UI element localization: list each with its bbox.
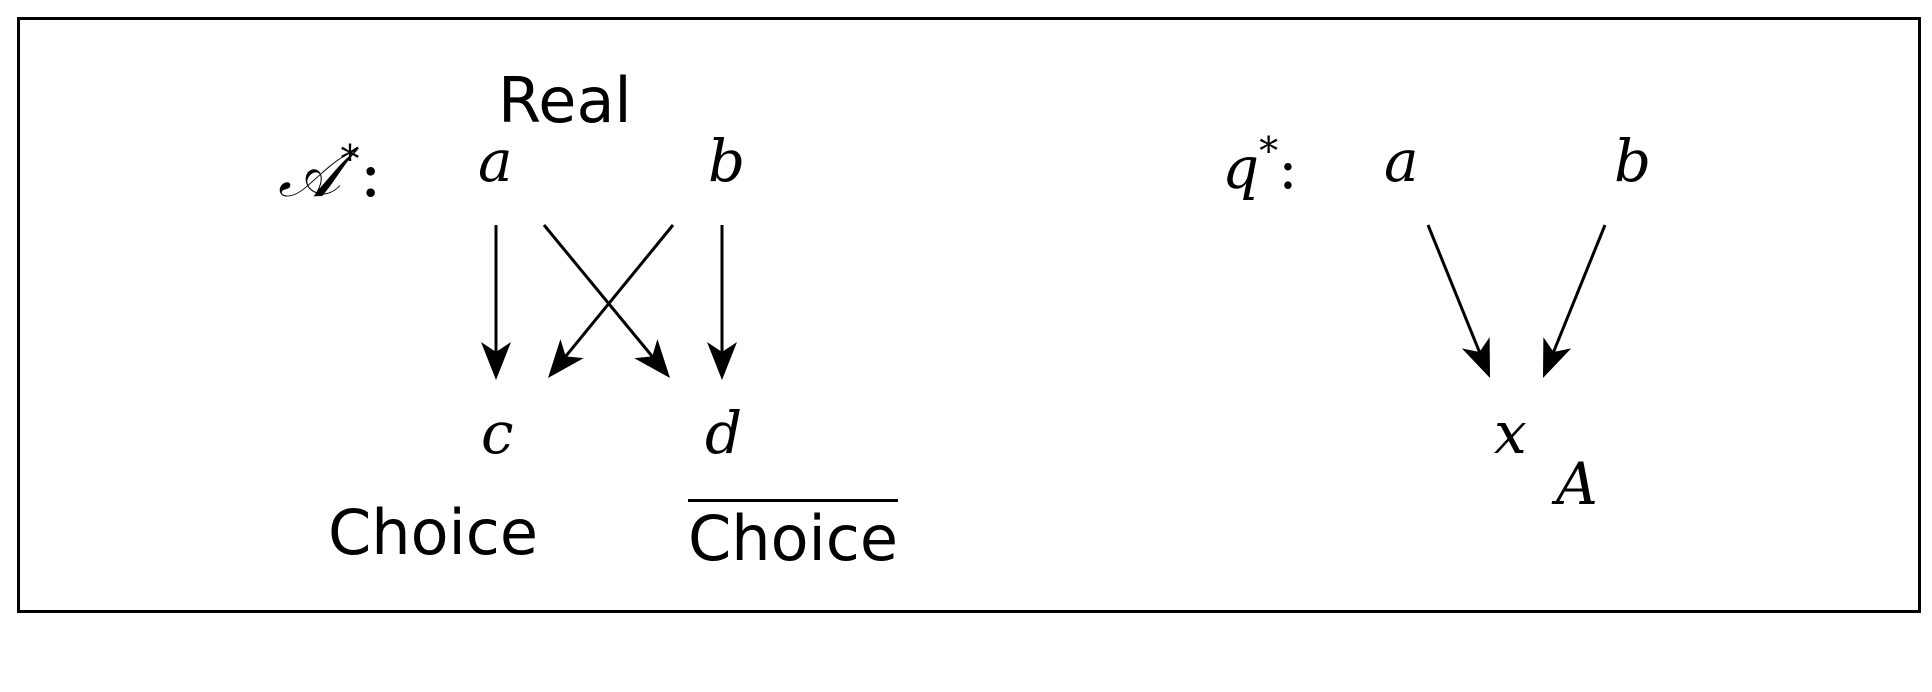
right-title-symbol: q (1222, 134, 1260, 202)
edge-a-x-arrowhead (1461, 337, 1490, 378)
left-node-b: b (708, 127, 746, 195)
left-title-star: * (340, 137, 360, 181)
edge-b-c (564, 224, 675, 358)
right-node-a: a (1384, 127, 1419, 195)
edge-b-x-arrowhead (1543, 337, 1572, 378)
right-node-x: x (1494, 399, 1527, 467)
right-set-label-a: A (1556, 450, 1598, 518)
left-title: 𝒜*: (278, 140, 382, 207)
edge-a-x (1426, 224, 1481, 353)
left-title-colon: : (359, 135, 382, 212)
left-node-c: c (481, 399, 514, 467)
left-node-a: a (478, 127, 513, 195)
edge-b-d-arrowhead (707, 342, 737, 380)
edge-a-c-arrowhead (481, 342, 511, 380)
left-title-symbol: 𝒜 (278, 135, 341, 212)
edge-a-d (542, 224, 654, 358)
edge-b-c-arrowhead (548, 339, 584, 378)
right-title-colon: : (1278, 134, 1298, 202)
top-label-real: Real (498, 64, 632, 137)
right-title: q*: (1222, 132, 1298, 197)
bottom-left-label-choice: Choice (328, 496, 538, 569)
diagram-frame (17, 17, 1921, 613)
left-node-d: d (705, 399, 743, 467)
right-title-star: * (1259, 129, 1279, 173)
edge-b-x (1552, 224, 1607, 353)
right-node-b: b (1614, 127, 1652, 195)
edge-a-d-arrowhead (634, 339, 670, 378)
bottom-right-label-choice-overlined: Choice (688, 499, 898, 570)
